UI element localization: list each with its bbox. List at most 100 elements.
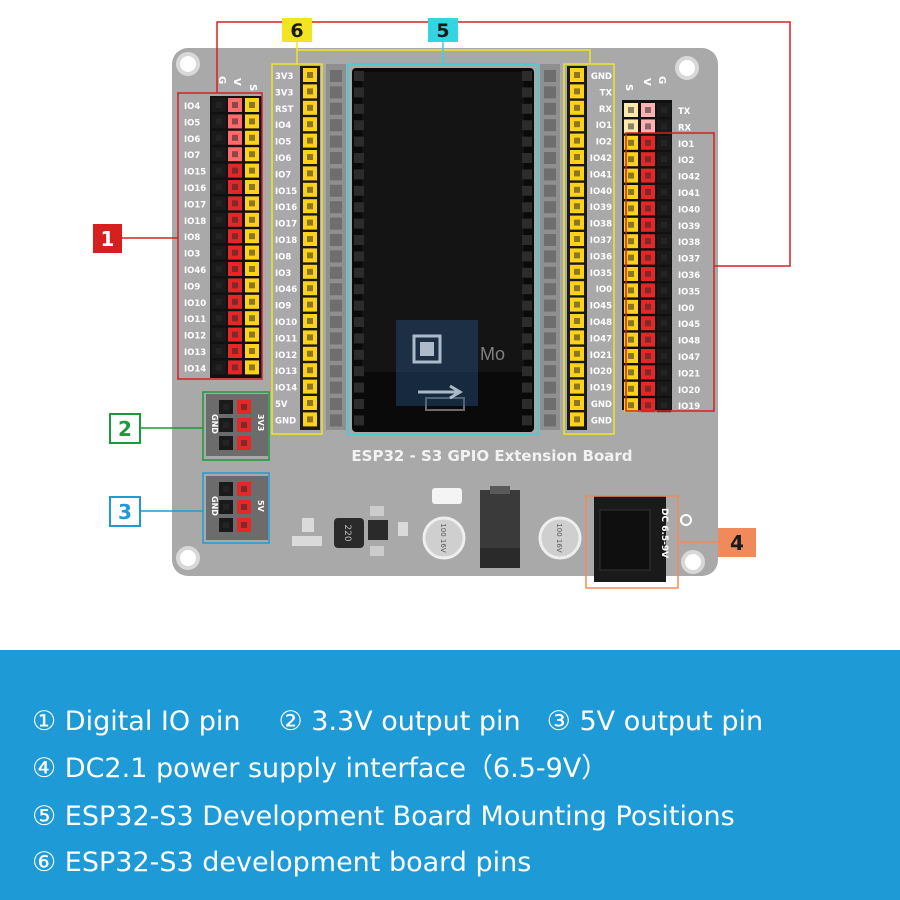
pin-s-IO10	[245, 294, 259, 309]
pin-g-IO11	[212, 311, 226, 326]
label-left-dev-10: IO18	[275, 236, 297, 246]
pin-g-IO47	[657, 349, 671, 363]
watermark-logo: Mo	[396, 320, 505, 406]
label-left-dev-11: IO8	[275, 252, 291, 262]
label-left-io-IO5: IO5	[184, 118, 200, 128]
callout-tag-5: 5	[428, 18, 458, 42]
pin-v-IO39	[641, 217, 655, 232]
pin-v-IO37	[641, 250, 655, 265]
pin-g-IO10	[212, 294, 226, 309]
socket-hole	[544, 348, 556, 361]
label-left-io-IO4: IO4	[184, 102, 200, 112]
label-left-io-IO15: IO15	[184, 168, 206, 178]
label-left-dev-20: 5V	[275, 400, 288, 410]
label-right-dev-18: IO20	[590, 367, 612, 377]
callout-tag-1: 1	[93, 224, 122, 253]
pin-s-IO8	[245, 229, 259, 244]
socket-hole	[330, 348, 342, 361]
legend-item-4: ④ DC2.1 power supply interface（6.5-9V）	[32, 753, 609, 784]
label-right-dev-20: GND	[591, 400, 612, 410]
label-right-dev-8: IO39	[590, 203, 612, 213]
pin-g-IO14	[212, 360, 226, 375]
module-pin	[354, 136, 364, 147]
module-pin	[354, 218, 364, 229]
socket-hole	[544, 217, 556, 230]
module-pin	[354, 333, 364, 344]
pin-s-IO21	[624, 365, 638, 380]
pwr33-v-0	[237, 400, 251, 414]
module-pin	[522, 415, 532, 426]
socket-hole	[330, 184, 342, 197]
pin-g-IO46	[212, 262, 226, 276]
label-right-g: G	[656, 76, 667, 84]
label-right-dev-1: TX	[600, 88, 613, 98]
devpin-left-7	[303, 182, 317, 197]
dc-jack-label: DC 6.5-9V	[659, 508, 669, 558]
module-pin	[522, 71, 532, 81]
module-pin	[522, 333, 532, 344]
socket-hole	[544, 398, 556, 410]
socket-hole	[544, 266, 556, 279]
label-right-dev-17: IO21	[590, 351, 612, 361]
module-pin	[522, 284, 532, 295]
pin-v-IO4	[228, 98, 242, 112]
label-right-io-IO41: IO41	[678, 189, 700, 199]
module-pin	[354, 382, 364, 393]
board-title: ESP32 - S3 GPIO Extension Board	[351, 447, 632, 465]
module-pin	[354, 415, 364, 426]
callout-num-1: 1	[101, 227, 115, 251]
module-pin	[522, 251, 532, 262]
devpin-right-21	[570, 412, 584, 427]
pwr33-g-2	[219, 436, 233, 450]
module-pin	[354, 267, 364, 278]
watermark-text: Mo	[480, 344, 505, 364]
label-right-io-IO45: IO45	[678, 320, 700, 330]
module-pin	[522, 382, 532, 393]
socket-hole	[544, 365, 556, 378]
pwr5-gnd-label: GND	[210, 496, 219, 516]
label-right-io-IO48: IO48	[678, 337, 700, 347]
pwr5-v-2	[237, 518, 251, 532]
module-pin	[354, 235, 364, 245]
callout-tag-2: 2	[109, 413, 141, 444]
devpin-right-16	[570, 330, 584, 345]
devpin-right-17	[570, 346, 584, 361]
pin-v-IO41	[641, 185, 655, 199]
label-left-io-IO14: IO14	[184, 364, 206, 374]
devpin-right-10	[570, 232, 584, 246]
devpin-left-8	[303, 199, 317, 214]
label-right-v: V	[641, 78, 652, 86]
pin-g-IO39	[657, 217, 671, 232]
module-pin	[522, 317, 532, 327]
pin-s-IO6	[245, 130, 259, 145]
label-left-dev-18: IO13	[275, 367, 297, 377]
devpin-right-12	[570, 264, 584, 279]
pin-s-IO38	[624, 234, 638, 249]
pin-v-IO0	[641, 299, 655, 314]
callout-tag-4: 4	[718, 528, 756, 557]
pin-s-IO13	[245, 344, 259, 358]
pin-s-IO40	[624, 201, 638, 216]
module-pin	[354, 169, 364, 180]
label-right-io-IO47: IO47	[678, 353, 700, 363]
module-pin	[522, 218, 532, 229]
label-right-dev-6: IO41	[590, 170, 612, 180]
socket-hole	[544, 414, 556, 427]
label-left-io-IO16: IO16	[184, 184, 206, 194]
label-right-dev-16: IO47	[590, 334, 612, 344]
socket-hole	[544, 135, 556, 148]
devpin-right-6	[570, 166, 584, 181]
cap2-label: 100 16V	[555, 523, 563, 552]
module-pin	[522, 300, 532, 311]
socket-hole	[330, 266, 342, 279]
pin-g-IO7	[212, 147, 226, 162]
leader-lines	[122, 21, 791, 543]
pwr33-g-1	[219, 418, 233, 432]
socket-hole	[544, 152, 556, 164]
pin-g-IO41	[657, 185, 671, 199]
socket-hole	[544, 316, 556, 328]
module-pin	[354, 349, 364, 360]
label-right-io-IO1: IO1	[678, 140, 694, 150]
